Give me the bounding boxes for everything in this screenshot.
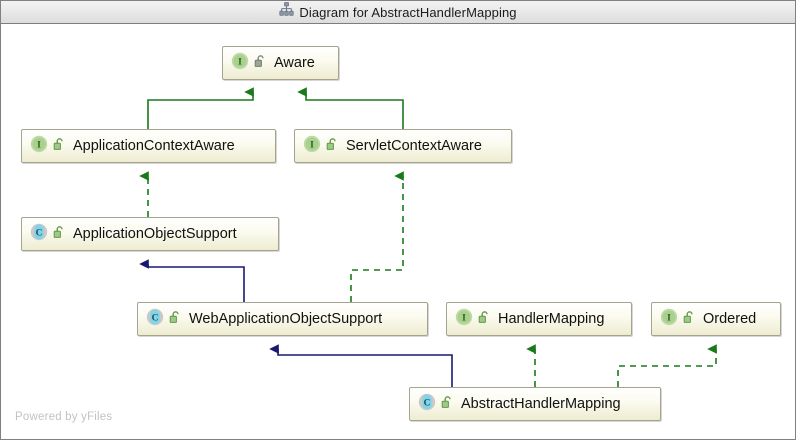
- node-ordered[interactable]: I Ordered: [651, 302, 781, 336]
- edge-web-app-obj-sup-to-app-obj-sup: [139, 259, 245, 302]
- public-unlock-icon: [478, 310, 491, 329]
- public-unlock-icon: [53, 137, 66, 156]
- svg-text:I: I: [667, 313, 671, 323]
- svg-text:C: C: [152, 313, 159, 323]
- node-label: Aware: [274, 54, 315, 71]
- window-title: Diagram for AbstractHandlerMapping: [299, 4, 517, 20]
- node-application-object-support[interactable]: C ApplicationObjectSupport: [21, 217, 279, 251]
- public-unlock-icon: [254, 54, 267, 73]
- node-abstract-handler-mapping[interactable]: C AbstractHandlerMapping: [409, 387, 661, 421]
- class-icon: C: [146, 308, 164, 331]
- svg-text:I: I: [310, 140, 314, 150]
- public-unlock-icon: [53, 225, 66, 244]
- svg-text:I: I: [462, 313, 466, 323]
- interface-icon: I: [660, 308, 678, 331]
- node-label: HandlerMapping: [498, 310, 605, 327]
- svg-text:C: C: [424, 398, 431, 408]
- edge-app-ctx-aware-to-aware: [147, 87, 254, 129]
- class-icon: C: [30, 223, 48, 246]
- edge-abstract-to-ordered: [617, 344, 717, 387]
- node-handler-mapping[interactable]: I HandlerMapping: [446, 302, 632, 336]
- public-unlock-icon: [169, 310, 182, 329]
- edge-layer: Aware (solid green, orthogonal) --> Awar…: [139, 87, 717, 387]
- interface-icon: I: [303, 135, 321, 158]
- node-label: ApplicationObjectSupport: [73, 225, 237, 242]
- interface-icon: I: [30, 135, 48, 158]
- class-icon: C: [418, 393, 436, 416]
- node-web-application-object-support[interactable]: C WebApplicationObjectSupport: [137, 302, 428, 336]
- node-aware[interactable]: I Aware: [222, 46, 339, 80]
- svg-text:I: I: [238, 57, 242, 67]
- svg-text:I: I: [37, 140, 41, 150]
- interface-icon: I: [231, 52, 249, 75]
- svg-text:C: C: [36, 228, 43, 238]
- node-label: ServletContextAware: [346, 137, 482, 154]
- node-label: ApplicationContextAware: [73, 137, 235, 154]
- edge-abstract-to-web-app-obj-sup: [269, 344, 453, 387]
- node-label: AbstractHandlerMapping: [461, 395, 621, 412]
- yfiles-watermark: Powered by yFiles: [15, 411, 113, 423]
- public-unlock-icon: [441, 395, 454, 414]
- window-titlebar: Diagram for AbstractHandlerMapping: [1, 1, 795, 24]
- hierarchy-diagram-icon: [279, 2, 294, 22]
- public-unlock-icon: [326, 137, 339, 156]
- edge-web-app-obj-sup-to-servlet: [350, 171, 404, 302]
- node-application-context-aware[interactable]: I ApplicationContextAware: [21, 129, 276, 163]
- interface-icon: I: [455, 308, 473, 331]
- public-unlock-icon: [683, 310, 696, 329]
- edge-servlet-ctx-aware-to-aware: [297, 87, 404, 129]
- diagram-canvas[interactable]: Aware (solid green, orthogonal) --> Awar…: [1, 25, 795, 439]
- node-label: Ordered: [703, 310, 757, 327]
- node-servlet-context-aware[interactable]: I ServletContextAware: [294, 129, 512, 163]
- node-label: WebApplicationObjectSupport: [189, 310, 383, 327]
